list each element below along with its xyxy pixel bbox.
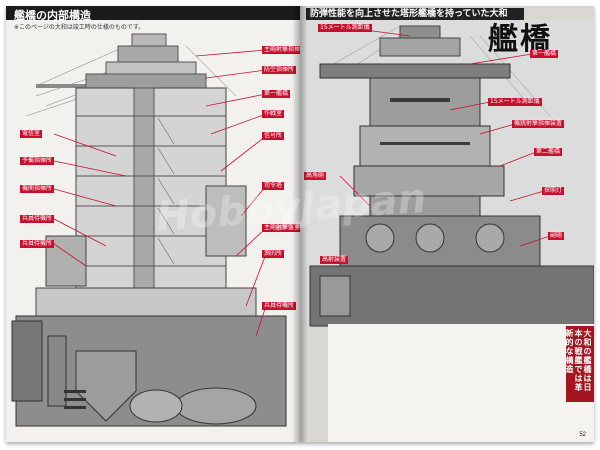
callout-fire-control-room: 主砲射撃盤室 xyxy=(262,224,300,232)
callout-crew-waiting-1: 兵員待機所 xyxy=(262,302,297,310)
left-header-bar xyxy=(6,6,300,20)
callout-aa-director: 防空指揮所 xyxy=(262,66,297,74)
callout-plotting-room: 測的所 xyxy=(262,250,285,258)
callout-crew-waiting-2: 兵員待機所 xyxy=(20,215,55,223)
spread-gutter xyxy=(292,6,308,442)
callout-second-bridge: 第二艦橋 xyxy=(534,148,563,156)
magazine-spread: 艦橋の内部構造 ※このページの大和は竣工時の仕様のものです。 主砲射撃指揮所 防… xyxy=(6,6,594,442)
callout-reserve-command: 予備指揮所 xyxy=(20,157,55,165)
callout-mg-director: 機銃射撃指揮装置 xyxy=(512,120,565,128)
callout-secondary-gun: 副砲 xyxy=(548,232,565,240)
callout-operations-room: 作戦室 xyxy=(262,110,285,118)
bridge-cutaway-illustration xyxy=(11,33,287,427)
callout-main-fire-director: 主砲射撃指揮所 xyxy=(262,46,300,54)
callout-aa-director-ext: 高射装置 xyxy=(320,256,349,264)
callout-ha-gun: 高角砲 xyxy=(304,172,327,180)
callout-engine-command: 機関指揮所 xyxy=(20,185,55,193)
callout-searchlight: 探照灯 xyxy=(542,187,565,195)
callout-first-bridge: 第一艦橋 xyxy=(262,90,291,98)
left-page-title: 艦橋の内部構造 xyxy=(14,9,91,22)
right-page-banner: 防弾性能を向上させた塔形艦橋を持っていた大和 xyxy=(306,8,524,20)
callout-rangefinder-mid: 15メートル測距儀 xyxy=(488,98,542,106)
article-text-area xyxy=(328,324,594,442)
callout-signal-station: 信号所 xyxy=(262,132,285,140)
left-page-note: ※このページの大和は竣工時の仕様のものです。 xyxy=(14,24,145,31)
callout-first-bridge-ext: 第一艦橋 xyxy=(530,50,559,58)
bridge-exterior-illustration xyxy=(300,20,594,327)
callout-radio-room: 電信室 xyxy=(20,130,43,138)
right-page: 防弾性能を向上させた塔形艦橋を持っていた大和 艦橋 15メートル測距儀 第一艦橋… xyxy=(300,6,594,442)
article-subheading: 大和の艦橋は日本の戦艦では革新的な構造 xyxy=(565,326,594,402)
page-number: 52 xyxy=(579,432,586,438)
left-page: 艦橋の内部構造 ※このページの大和は竣工時の仕様のものです。 主砲射撃指揮所 防… xyxy=(6,6,300,442)
callout-crew-waiting-3: 兵員待機所 xyxy=(20,240,55,248)
callout-conning-tower: 司令塔 xyxy=(262,182,285,190)
callout-rangefinder-top: 15メートル測距儀 xyxy=(318,24,372,32)
